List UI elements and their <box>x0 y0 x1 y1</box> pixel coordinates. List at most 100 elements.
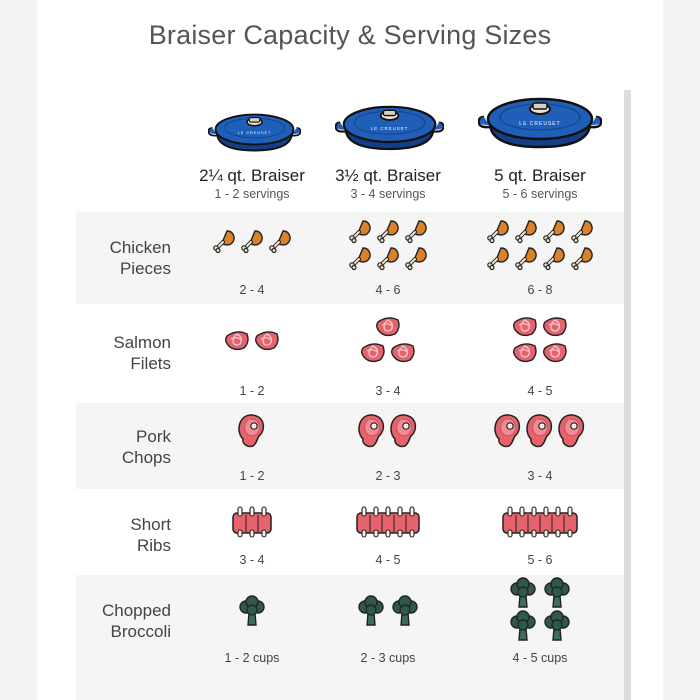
brand-text: LE CREUSET <box>370 126 409 132</box>
serving-value: 3 - 4 <box>239 553 265 567</box>
broccoli-icon <box>356 595 386 627</box>
braiser-servings: 1 - 2 servings <box>214 187 290 201</box>
serving-cell: 2 - 4 <box>182 212 322 304</box>
braiser-servings: 3 - 4 servings <box>350 187 426 201</box>
braiser-column-large: LE CREUSET 5 qt. Braiser 5 - 6 servings <box>470 83 610 212</box>
serving-cell: 5 - 6 <box>470 489 610 575</box>
row-label-line: Chops <box>121 448 171 467</box>
icon-group <box>470 218 610 272</box>
icon-group <box>182 328 322 354</box>
row-label: Salmon Filets <box>76 332 171 374</box>
row-label-line: Ribs <box>136 536 171 555</box>
serving-cell: 3 - 4 <box>182 489 322 575</box>
serving-cell: 4 - 5 <box>318 489 458 575</box>
serving-cell: 4 - 6 <box>318 212 458 304</box>
icon-group <box>318 595 458 628</box>
serving-value: 2 - 4 <box>239 283 265 297</box>
serving-value: 5 - 6 <box>527 553 553 567</box>
food-row-chicken: Chicken Pieces 2 - 4 <box>76 212 624 304</box>
broccoli-icon <box>542 577 572 609</box>
chicken-drumstick-icon <box>541 218 567 244</box>
serving-value: 2 - 3 <box>375 469 401 483</box>
braiser-pot-large-icon: LE CREUSET <box>478 89 602 151</box>
broccoli-icon <box>508 577 538 609</box>
chicken-drumstick-icon <box>513 218 539 244</box>
pork-chop-icon <box>525 413 555 449</box>
serving-value: 4 - 6 <box>375 283 401 297</box>
broccoli-icon <box>508 610 538 642</box>
icon-group <box>470 505 610 539</box>
pork-chop-icon <box>237 413 267 449</box>
icon-group <box>318 314 458 366</box>
salmon-filet-icon <box>360 340 386 364</box>
icon-group <box>182 595 322 628</box>
serving-cell: 1 - 2 <box>182 304 322 403</box>
serving-cell: 4 - 5 cups <box>470 575 610 700</box>
braiser-pot-medium-icon: LE CREUSET <box>335 98 445 153</box>
salmon-filet-icon <box>512 314 538 338</box>
serving-value: 1 - 2 cups <box>224 651 280 665</box>
pork-chop-icon <box>389 413 419 449</box>
food-row-short-ribs: Short Ribs 3 - 4 4 - 5 5 - 6 <box>76 489 624 575</box>
row-label-line: Pork <box>136 427 171 446</box>
chicken-drumstick-icon <box>541 245 567 271</box>
icon-group <box>318 505 458 539</box>
chicken-drumstick-icon <box>485 245 511 271</box>
capacity-table: LE CREUSET 2¼ qt. Braiser 1 - 2 servings… <box>76 83 624 700</box>
chicken-drumstick-icon <box>569 245 595 271</box>
salmon-filet-icon <box>542 340 568 364</box>
serving-value: 4 - 5 cups <box>512 651 568 665</box>
serving-value: 4 - 5 <box>375 553 401 567</box>
braiser-header-row: LE CREUSET 2¼ qt. Braiser 1 - 2 servings… <box>76 83 624 212</box>
pork-chop-icon <box>493 413 523 449</box>
short-ribs-icon <box>354 505 422 539</box>
serving-value: 2 - 3 cups <box>360 651 416 665</box>
chicken-drumstick-icon <box>375 245 401 271</box>
braiser-name: 2¼ qt. Braiser <box>199 166 305 185</box>
serving-cell: 4 - 5 <box>470 304 610 403</box>
serving-cell: 3 - 4 <box>470 403 610 489</box>
salmon-filet-icon <box>224 328 250 352</box>
salmon-filet-icon <box>512 340 538 364</box>
salmon-filet-icon <box>254 328 280 352</box>
icon-group <box>182 228 322 255</box>
chicken-drumstick-icon <box>347 245 373 271</box>
serving-value: 1 - 2 <box>239 384 265 398</box>
row-label-line: Short <box>130 515 171 534</box>
chicken-drumstick-icon <box>375 218 401 244</box>
serving-cell: 1 - 2 cups <box>182 575 322 700</box>
braiser-pot-small-icon: LE CREUSET <box>208 107 301 154</box>
icon-group <box>318 413 458 449</box>
icon-group <box>182 505 322 539</box>
food-row-broccoli: Chopped Broccoli 1 - 2 cups 2 - 3 cups <box>76 575 624 700</box>
pork-chop-icon <box>557 413 587 449</box>
chicken-drumstick-icon <box>267 228 293 254</box>
row-label-line: Filets <box>130 354 171 373</box>
row-label: Pork Chops <box>76 426 171 468</box>
braiser-name: 3½ qt. Braiser <box>335 166 441 185</box>
chicken-drumstick-icon <box>403 218 429 244</box>
row-label: Short Ribs <box>76 514 171 556</box>
chicken-drumstick-icon <box>239 228 265 254</box>
row-label: Chopped Broccoli <box>76 600 171 642</box>
chicken-drumstick-icon <box>513 245 539 271</box>
serving-cell: 2 - 3 cups <box>318 575 458 700</box>
serving-cell: 6 - 8 <box>470 212 610 304</box>
broccoli-icon <box>237 595 267 627</box>
serving-value: 3 - 4 <box>527 469 553 483</box>
row-label: Chicken Pieces <box>76 237 171 279</box>
braiser-name: 5 qt. Braiser <box>494 166 586 185</box>
chicken-drumstick-icon <box>211 228 237 254</box>
serving-value: 6 - 8 <box>527 283 553 297</box>
braiser-column-medium: LE CREUSET 3½ qt. Braiser 3 - 4 servings <box>318 83 458 212</box>
serving-cell: 3 - 4 <box>318 304 458 403</box>
serving-cell: 2 - 3 <box>318 403 458 489</box>
icon-group <box>470 314 610 366</box>
salmon-filet-icon <box>375 314 401 338</box>
row-label-line: Chicken <box>109 238 171 257</box>
serving-cell: 1 - 2 <box>182 403 322 489</box>
row-label-line: Pieces <box>119 259 171 278</box>
brand-text: LE CREUSET <box>237 131 272 135</box>
icon-group <box>470 413 610 449</box>
food-row-salmon: Salmon Filets 1 - 2 3 - 4 <box>76 304 624 403</box>
